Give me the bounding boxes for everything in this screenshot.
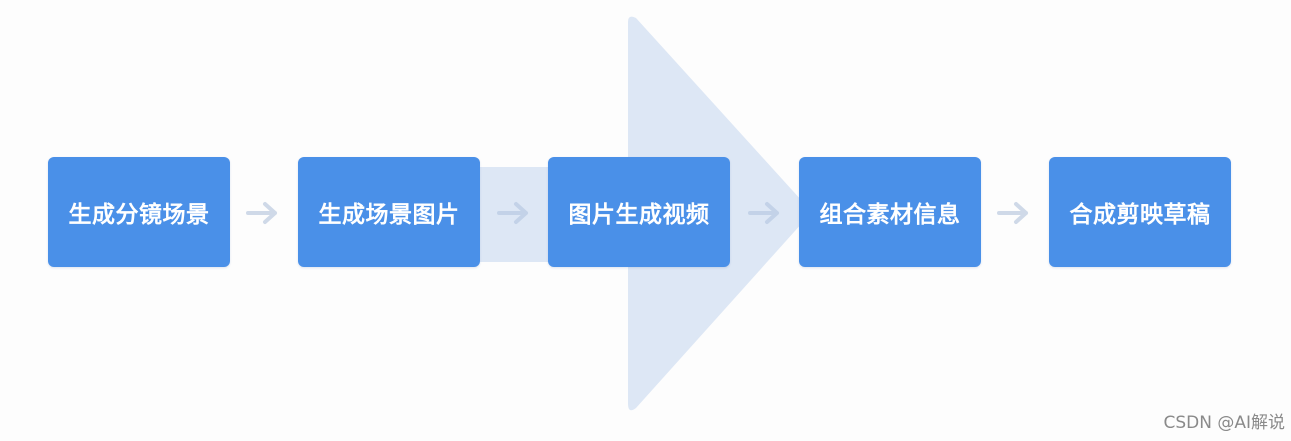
step-box-5: 合成剪映草稿 bbox=[1049, 157, 1231, 267]
step-label-5: 合成剪映草稿 bbox=[1069, 202, 1211, 228]
step-label-3: 图片生成视频 bbox=[568, 202, 710, 228]
step-box-4: 组合素材信息 bbox=[799, 157, 981, 267]
arrow-right-icon bbox=[997, 202, 1028, 224]
step-label-4: 组合素材信息 bbox=[819, 202, 961, 228]
arrow-right-icon bbox=[246, 202, 277, 224]
arrow-right-icon bbox=[497, 202, 528, 224]
arrow-right-icon bbox=[748, 202, 779, 224]
step-box-3: 图片生成视频 bbox=[548, 157, 730, 267]
watermark-text: CSDN @AI解说 bbox=[1163, 413, 1285, 433]
step-box-1: 生成分镜场景 bbox=[48, 157, 230, 267]
step-label-2: 生成场景图片 bbox=[318, 202, 460, 228]
step-label-1: 生成分镜场景 bbox=[68, 202, 210, 228]
step-box-2: 生成场景图片 bbox=[298, 157, 480, 267]
